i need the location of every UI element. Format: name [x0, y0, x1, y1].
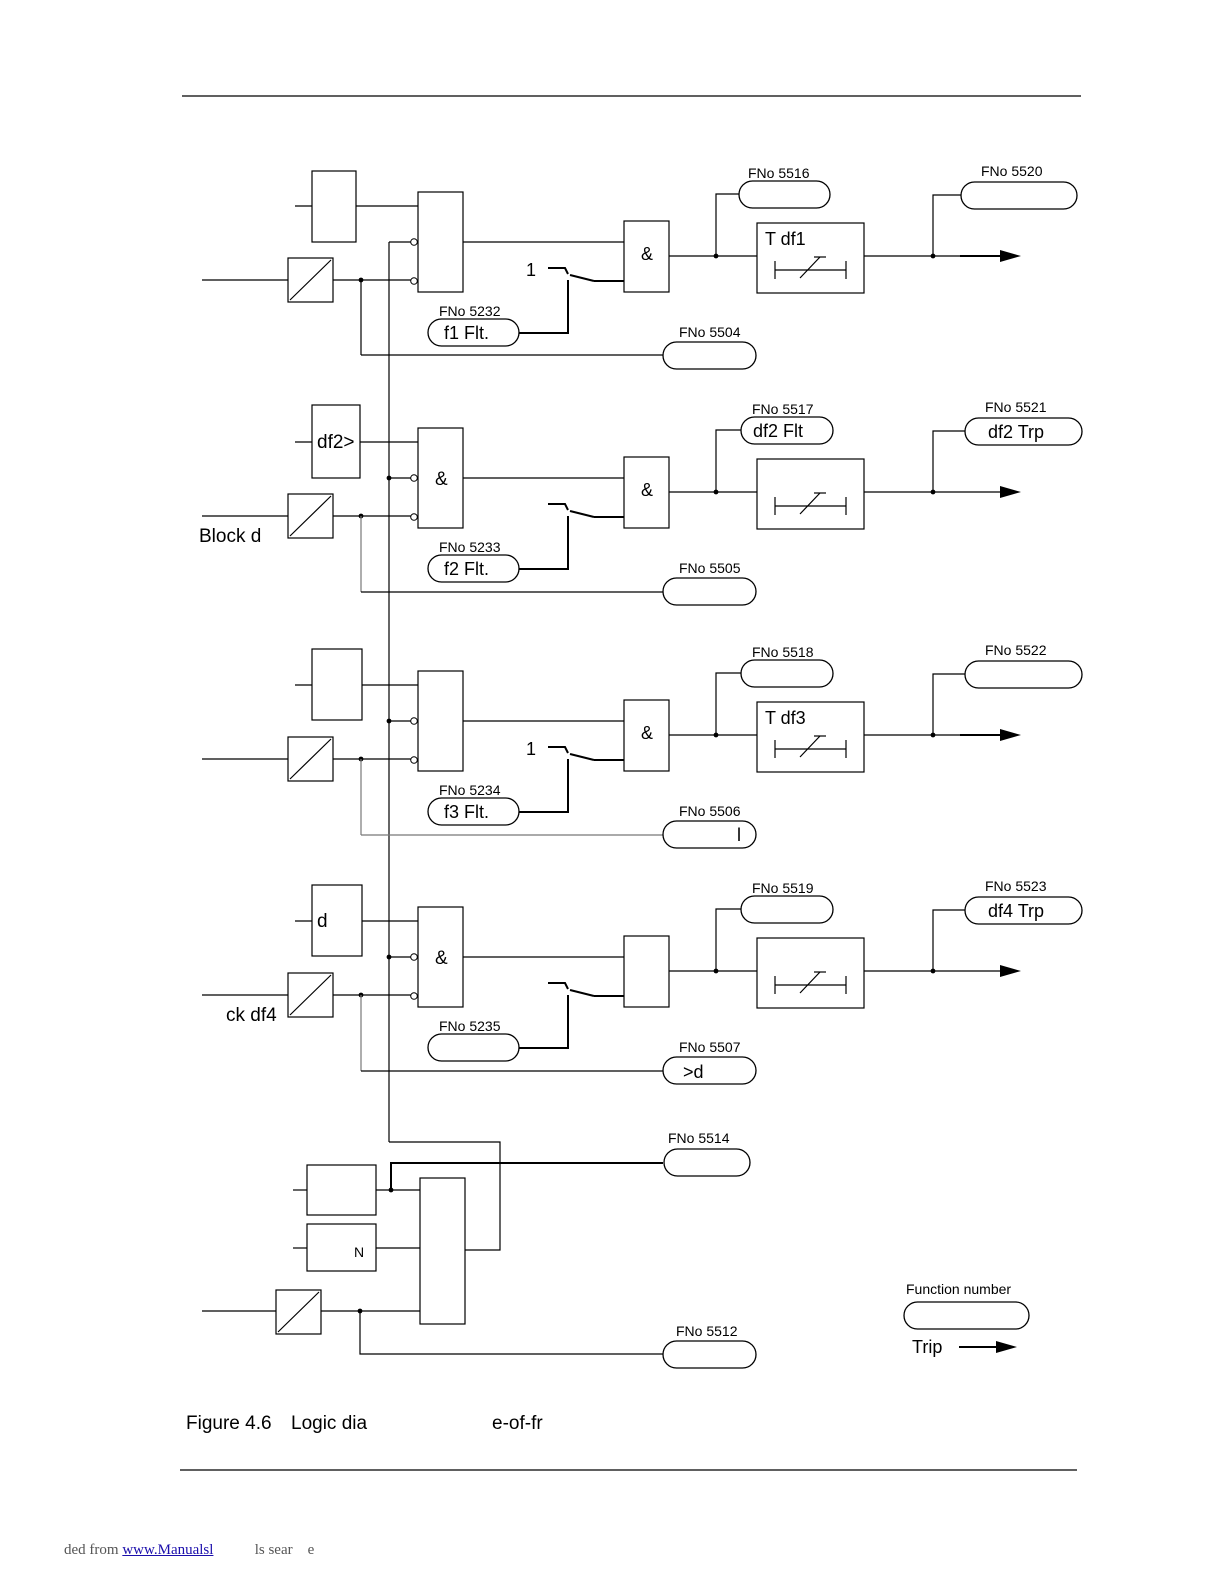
and-gate-1-label: &: [435, 469, 448, 490]
caption-text-1: Logic dia: [291, 1413, 367, 1434]
n-label: N: [354, 1244, 364, 1260]
bottom-annunciation-b: [662, 1340, 757, 1369]
pickup-text: df2 Flt: [753, 421, 803, 441]
fault-annunciation: [427, 554, 520, 583]
timer-label: T df3: [765, 708, 806, 728]
fno-block: FNo 5506: [679, 803, 741, 819]
fno-pickup: FNo 5516: [748, 165, 810, 181]
setpoint-label: df2>: [317, 432, 355, 453]
legend: Function number Trip: [903, 1281, 1030, 1357]
block-annunciation: [662, 341, 757, 370]
footer: ded from www.Manualsl ls sear e: [64, 1542, 314, 1559]
footer-link[interactable]: www.Manualsl: [122, 1542, 214, 1558]
fno-trip: FNo 5522: [985, 642, 1047, 658]
fault-text: f3 Flt.: [444, 802, 489, 822]
legend-function-number-label: Function number: [906, 1281, 1011, 1297]
footer-suffix-2: e: [307, 1542, 315, 1558]
and-gate-2-label: &: [641, 244, 653, 264]
fno-block: FNo 5507: [679, 1039, 741, 1055]
fno-trip: FNo 5521: [985, 399, 1047, 415]
and-gate-2-label: &: [641, 480, 653, 500]
bottom-box-1: [306, 1164, 377, 1216]
trip-text: df2 Trp: [988, 422, 1044, 442]
stage-2: df2> Block d & FNo 5233 f2 Flt. & FNo 55…: [199, 399, 1083, 606]
fno-pickup: FNo 5517: [752, 401, 814, 417]
and-gate-1: [417, 670, 464, 772]
and-gate-1: [417, 906, 464, 1008]
fno-fault: FNo 5235: [439, 1018, 501, 1034]
bottom-box-2: [306, 1223, 377, 1272]
fault-annunciation: [427, 318, 520, 347]
block-annunciation: [662, 577, 757, 606]
and-gate-2: [623, 456, 670, 529]
trip-annunciation: [964, 417, 1083, 446]
pickup-annunciation: [740, 659, 834, 688]
footer-suffix-1: ls sear: [254, 1542, 293, 1558]
legend-trip-label: Trip: [912, 1337, 942, 1357]
legend-pill: [903, 1301, 1030, 1330]
bottom-gate: [419, 1177, 466, 1325]
footer-prefix: ded from: [64, 1542, 123, 1558]
block-annunciation: [662, 820, 757, 849]
fno-fault: FNo 5233: [439, 539, 501, 555]
trip-text: df4 Trp: [988, 901, 1044, 921]
timer-box: [756, 701, 865, 773]
and-gate-2: [623, 935, 670, 1008]
stage-4: d ck df4 & FNo 5235 FNo 5519: [202, 878, 1083, 1085]
fno-fault: FNo 5232: [439, 303, 501, 319]
and-gate-1: [417, 191, 464, 293]
fault-annunciation: [427, 797, 520, 826]
fno-block: FNo 5505: [679, 560, 741, 576]
fno-trip: FNo 5523: [985, 878, 1047, 894]
block-text: l: [737, 825, 741, 845]
pickup-annunciation: [740, 895, 834, 924]
fno-fault: FNo 5234: [439, 782, 501, 798]
and-gate-1: [417, 427, 464, 529]
bottom-annunciation-a: [663, 1148, 751, 1177]
and-gate-2: [623, 699, 670, 772]
fno-bottom-a: FNo 5514: [668, 1130, 730, 1146]
fno-pickup: FNo 5518: [752, 644, 814, 660]
stage-3: 1 FNo 5234 f3 Flt. & FNo 5518 T df3 FNo …: [202, 642, 1083, 849]
trip-annunciation: [960, 181, 1078, 210]
trip-arrow-icon: [996, 1341, 1017, 1353]
setpoint-box: [311, 648, 363, 721]
caption-text-2: e-of-fr: [492, 1413, 543, 1434]
setpoint-box: [311, 170, 357, 243]
fno-block: FNo 5504: [679, 324, 741, 340]
block-input-label: Block d: [199, 526, 261, 547]
and-gate-2: [623, 220, 670, 293]
switch-label: 1: [526, 739, 536, 759]
block-annunciation: [662, 1056, 757, 1085]
timer-box: [756, 458, 865, 530]
bottom-section: N FNo 5514 FNo 5512: [202, 1130, 757, 1369]
pickup-annunciation: [740, 416, 834, 445]
block-text: >d: [683, 1062, 704, 1082]
pickup-annunciation: [738, 180, 831, 209]
timer-box: [756, 222, 865, 294]
stage-1: 1 FNo 5232 f1 Flt. & FNo 5516 T df1 FNo …: [202, 163, 1078, 370]
fault-text: f1 Flt.: [444, 323, 489, 343]
block-input-label: ck df4: [226, 1005, 277, 1026]
trip-annunciation: [964, 896, 1083, 925]
setpoint-label: d: [317, 911, 328, 932]
fno-trip: FNo 5520: [981, 163, 1043, 179]
and-gate-2-label: &: [641, 723, 653, 743]
timer-label: T df1: [765, 229, 806, 249]
fno-pickup: FNo 5519: [752, 880, 814, 896]
trip-annunciation: [964, 660, 1083, 689]
switch-label: 1: [526, 260, 536, 280]
fault-annunciation: [427, 1033, 520, 1062]
fault-text: f2 Flt.: [444, 559, 489, 579]
and-gate-1-label: &: [435, 948, 448, 969]
figure-number: Figure 4.6: [186, 1413, 272, 1434]
timer-box: [756, 937, 865, 1009]
fno-bottom-b: FNo 5512: [676, 1323, 738, 1339]
